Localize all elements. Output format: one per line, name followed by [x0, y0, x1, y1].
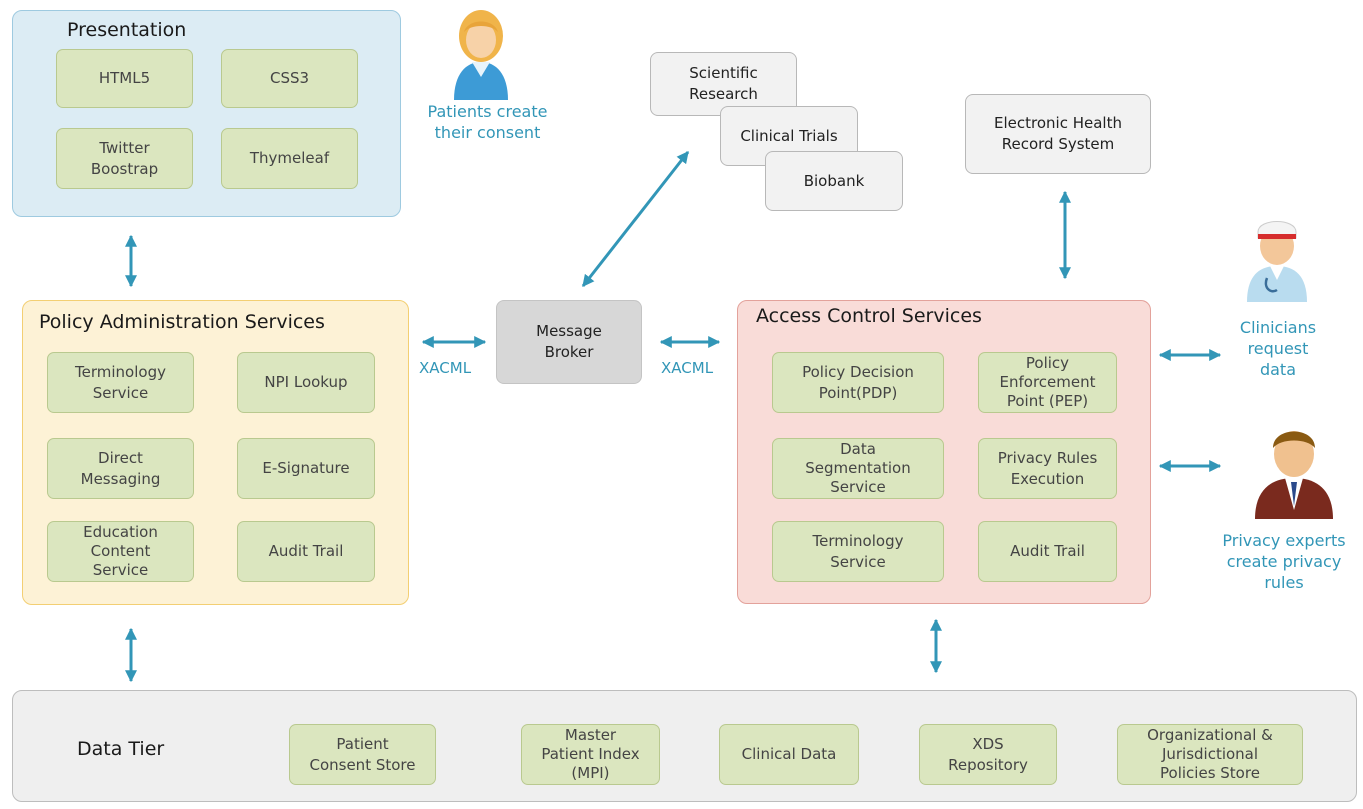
component-e-signature: E-Signature	[237, 438, 375, 499]
card-ehr-system: Electronic Health Record System	[965, 94, 1151, 174]
arrow-broker-research	[581, 151, 690, 287]
patient-caption: Patients create their consent	[427, 102, 548, 142]
store-patient-consent: Patient Consent Store	[289, 724, 436, 785]
presentation-title: Presentation	[67, 19, 187, 41]
component-privacy-rules-execution: Privacy Rules Execution	[978, 438, 1117, 499]
clinician-icon	[1247, 221, 1307, 302]
component-twitter-bootstrap: Twitter Boostrap	[56, 128, 193, 189]
component-terminology-service: Terminology Service	[47, 352, 194, 413]
access-control-title: Access Control Services	[756, 305, 982, 327]
store-policies: Organizational & Jurisdictional Policies…	[1117, 724, 1303, 785]
card-biobank: Biobank	[765, 151, 903, 211]
component-html5: HTML5	[56, 49, 193, 108]
message-broker: Message Broker	[496, 300, 642, 384]
component-education-content: Education Content Service	[47, 521, 194, 582]
component-data-segmentation: Data Segmentation Service	[772, 438, 944, 499]
component-terminology-service-acs: Terminology Service	[772, 521, 944, 582]
privacy-expert-icon	[1255, 431, 1333, 519]
component-npi-lookup: NPI Lookup	[237, 352, 375, 413]
component-pdp: Policy Decision Point(PDP)	[772, 352, 944, 413]
component-thymeleaf: Thymeleaf	[221, 128, 358, 189]
component-audit-trail-acs: Audit Trail	[978, 521, 1117, 582]
policy-admin-title: Policy Administration Services	[39, 311, 325, 333]
component-audit-trail-pas: Audit Trail	[237, 521, 375, 582]
component-direct-messaging: Direct Messaging	[47, 438, 194, 499]
store-master-patient-index: Master Patient Index (MPI)	[521, 724, 660, 785]
component-pep: Policy Enforcement Point (PEP)	[978, 352, 1117, 413]
xacml-right-label: XACML	[661, 359, 714, 377]
clinician-caption: Clinicians request data	[1239, 318, 1317, 379]
xacml-left-label: XACML	[419, 359, 472, 377]
privacy-expert-caption: Privacy experts create privacy rules	[1222, 531, 1346, 592]
store-xds-repository: XDS Repository	[919, 724, 1057, 785]
card-scientific-research: Scientific Research	[650, 52, 797, 116]
component-css3: CSS3	[221, 49, 358, 108]
patient-icon	[454, 10, 508, 100]
data-tier-title: Data Tier	[77, 738, 165, 760]
store-clinical-data: Clinical Data	[719, 724, 859, 785]
